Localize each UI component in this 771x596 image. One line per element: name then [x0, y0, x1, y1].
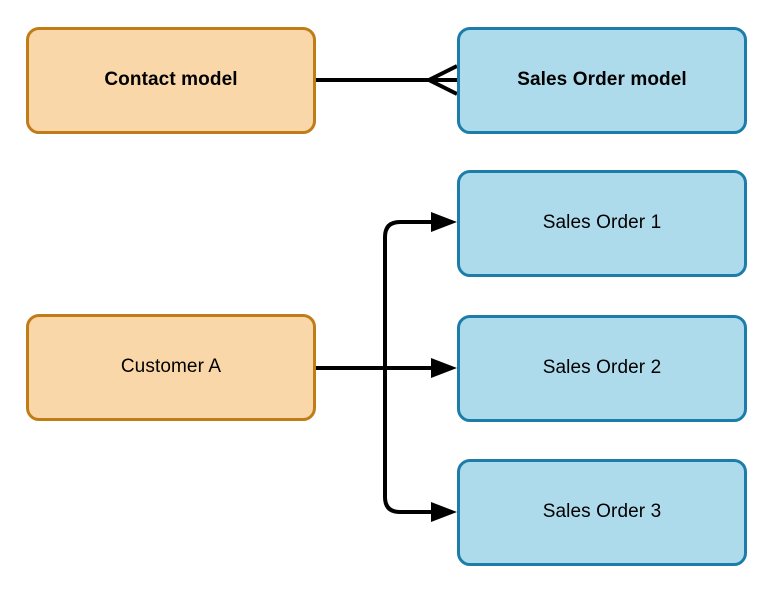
arrowhead-icon	[431, 502, 457, 522]
arrowhead-icon	[431, 212, 457, 232]
node-sales-order-3[interactable]: Sales Order 3	[457, 459, 747, 566]
edge-contact-to-sales-order-model	[316, 64, 458, 96]
edge-customer-to-order-3	[383, 368, 457, 522]
edge-customer-to-order-2	[385, 358, 457, 378]
node-label: Sales Order 1	[542, 212, 662, 234]
node-sales-order-model[interactable]: Sales Order model	[457, 27, 747, 134]
node-sales-order-1[interactable]: Sales Order 1	[457, 170, 747, 277]
node-sales-order-2[interactable]: Sales Order 2	[457, 315, 747, 422]
node-label: Sales Order 2	[542, 357, 662, 379]
node-customer-a[interactable]: Customer A	[26, 314, 316, 421]
node-contact-model[interactable]: Contact model	[26, 27, 316, 134]
branch-line-down	[383, 368, 434, 514]
node-label: Customer A	[120, 356, 222, 378]
node-label: Sales Order model	[517, 69, 687, 91]
branch-line-up	[383, 220, 434, 368]
node-label: Sales Order 3	[542, 501, 662, 523]
node-label: Contact model	[104, 69, 238, 91]
arrowhead-icon	[431, 358, 457, 378]
edge-customer-to-order-1	[383, 212, 457, 368]
crows-foot-icon	[424, 64, 458, 96]
